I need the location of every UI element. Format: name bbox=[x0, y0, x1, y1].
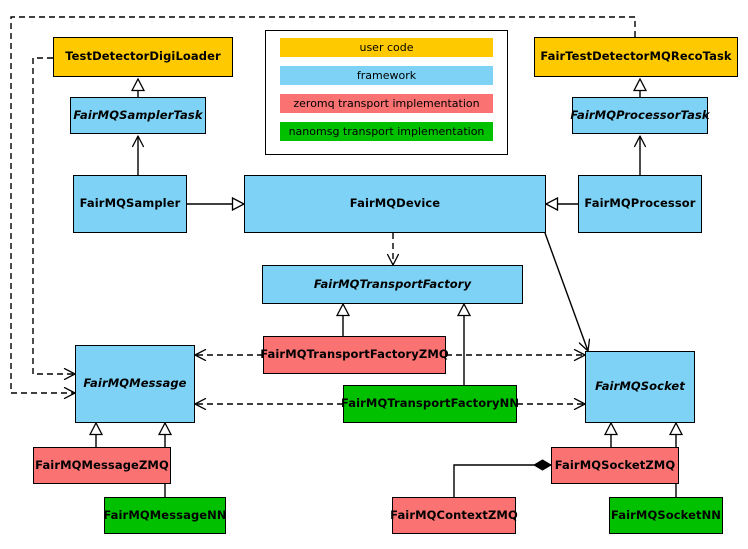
legend-item-user-code: user code bbox=[280, 38, 493, 57]
edge-digiloader-to-message bbox=[32, 57, 75, 374]
class-box-fair-mq-socket-zmq[interactable]: FairMQSocketZMQ bbox=[551, 447, 679, 484]
class-box-fair-mq-socket[interactable]: FairMQSocket bbox=[585, 351, 695, 423]
class-box-fair-mq-sampler[interactable]: FairMQSampler bbox=[73, 175, 187, 233]
class-box-fair-mq-processor-task[interactable]: FairMQProcessorTask bbox=[570, 97, 710, 134]
class-box-fair-mq-transport-factory-nn[interactable]: FairMQTransportFactoryNN bbox=[341, 385, 519, 423]
class-box-fair-mq-processor[interactable]: FairMQProcessor bbox=[578, 175, 702, 233]
class-box-fair-mq-sampler-task[interactable]: FairMQSamplerTask bbox=[70, 97, 206, 134]
class-box-fair-mq-context-zmq[interactable]: FairMQContextZMQ bbox=[390, 497, 518, 534]
class-box-fair-mq-socket-nn[interactable]: FairMQSocketNN bbox=[609, 497, 723, 534]
class-box-test-detector-digi-loader[interactable]: TestDetectorDigiLoader bbox=[53, 37, 233, 77]
class-box-fair-mq-message-nn[interactable]: FairMQMessageNN bbox=[103, 497, 227, 534]
legend-item-zeromq: zeromq transport implementation bbox=[280, 94, 493, 113]
class-box-fair-mq-transport-factory-zmq[interactable]: FairMQTransportFactoryZMQ bbox=[260, 336, 449, 374]
legend-item-nanomsg: nanomsg transport implementation bbox=[280, 122, 493, 141]
class-box-fair-mq-message[interactable]: FairMQMessage bbox=[75, 345, 195, 423]
class-box-fair-mq-message-zmq[interactable]: FairMQMessageZMQ bbox=[33, 447, 171, 484]
class-box-fair-mq-device[interactable]: FairMQDevice bbox=[244, 175, 546, 233]
edge-socketzmq-to-contextzmq bbox=[453, 459, 552, 497]
class-box-fair-mq-transport-factory[interactable]: FairMQTransportFactory bbox=[262, 265, 523, 304]
legend-panel: user code framework zeromq transport imp… bbox=[265, 30, 508, 155]
edge-device-to-socket bbox=[544, 232, 588, 351]
legend-item-framework: framework bbox=[280, 66, 493, 85]
class-box-fair-test-detector-mq-reco-task[interactable]: FairTestDetectorMQRecoTask bbox=[534, 37, 738, 77]
